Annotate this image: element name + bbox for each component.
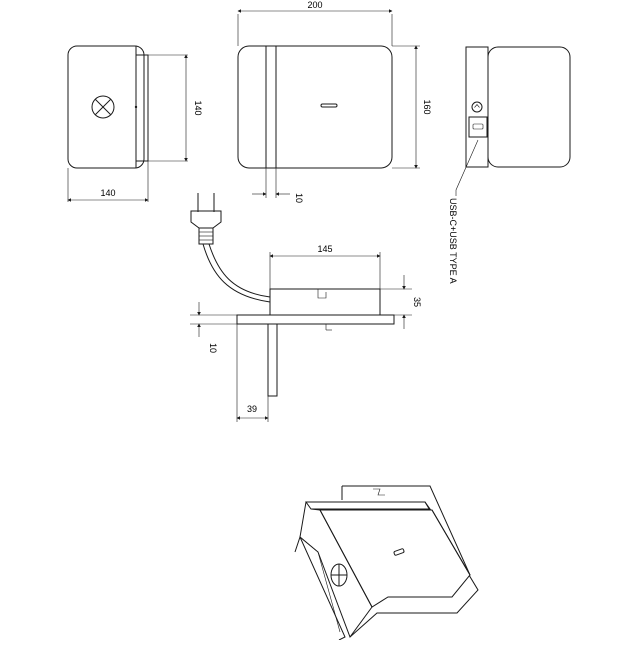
usb-slot-icon-iso: [393, 548, 405, 556]
dim-front-height: 140: [193, 100, 203, 115]
dim-side-depth: 145: [317, 244, 332, 254]
light-bulb-symbol-icon-iso: [330, 563, 348, 587]
dim-side-height: 35: [412, 297, 422, 307]
dim-front-width: 140: [100, 188, 115, 198]
dim-side-stem: 39: [247, 404, 257, 414]
usb-slot-icon: [320, 103, 338, 108]
usb-port-label: USB-C+USB TYPE A: [448, 198, 458, 284]
usb-port-icon: [468, 116, 488, 138]
power-button-icon: [471, 101, 483, 113]
power-plug-icon: [190, 193, 222, 245]
rear-view: USB-C+USB TYPE A: [448, 46, 571, 284]
front-view: 140 140: [67, 45, 203, 202]
dim-top-width: 200: [307, 0, 322, 10]
dim-top-height: 160: [422, 99, 432, 114]
top-view: 200 160 10: [237, 0, 432, 203]
isometric-view: [294, 485, 479, 641]
side-view: 145 35 10 39: [190, 193, 422, 422]
dim-side-plate: 10: [208, 343, 218, 353]
light-bulb-symbol-icon: [91, 95, 115, 119]
dim-top-bar: 10: [294, 193, 304, 203]
